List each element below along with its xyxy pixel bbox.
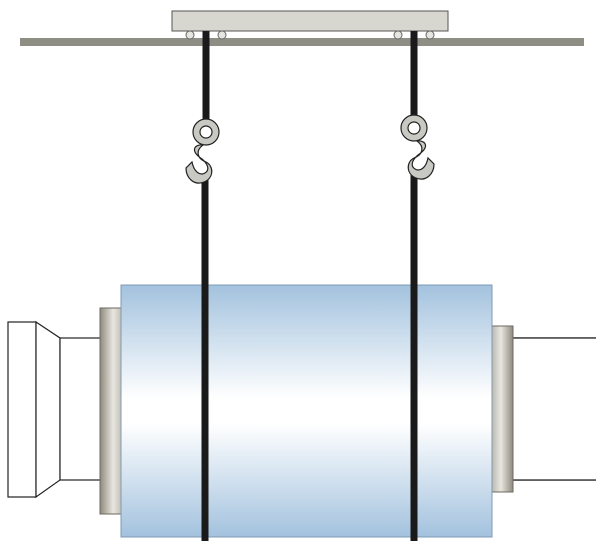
lifting-hook-icon bbox=[185, 118, 220, 184]
mounting-plate bbox=[171, 10, 449, 32]
plate-bolts bbox=[185, 30, 435, 40]
ceiling-beam bbox=[20, 38, 584, 46]
straps bbox=[201, 31, 418, 541]
right-pipe bbox=[512, 337, 596, 481]
left-collar bbox=[99, 307, 125, 515]
lifting-hook-icon bbox=[400, 114, 435, 180]
right-collar bbox=[490, 325, 514, 493]
left-pipe bbox=[7, 320, 103, 499]
cylinder bbox=[120, 284, 493, 538]
